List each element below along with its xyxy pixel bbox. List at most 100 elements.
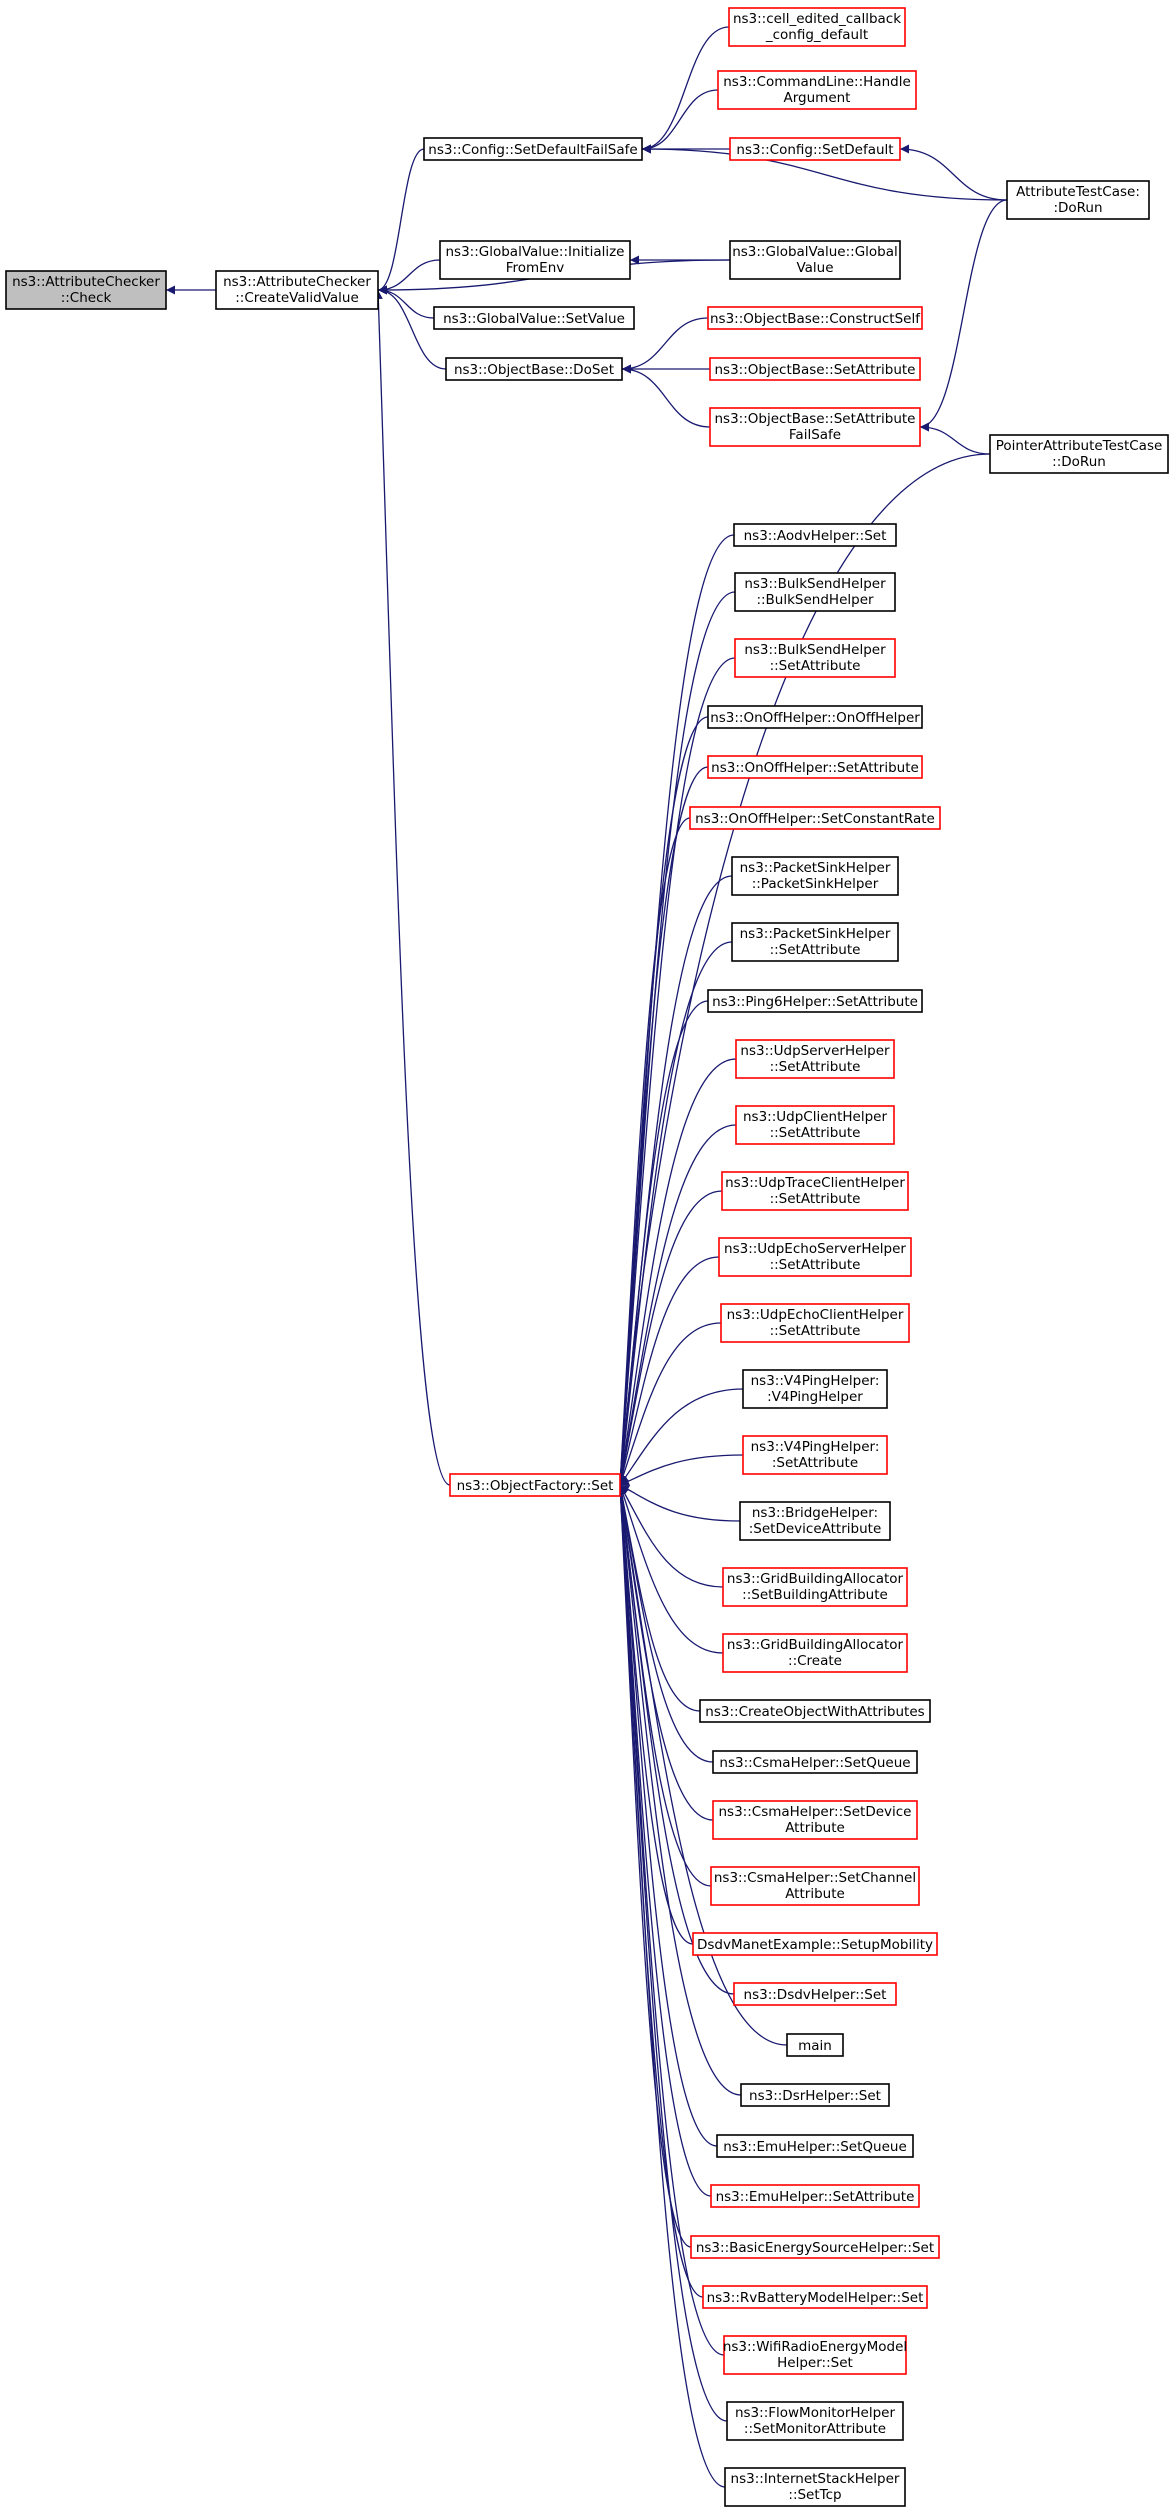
node-box bbox=[709, 407, 921, 447]
node-box bbox=[717, 70, 917, 110]
node-label-line: ::SetAttribute bbox=[770, 1257, 861, 1273]
node-label-line: ns3::BulkSendHelper bbox=[744, 642, 886, 658]
node-box bbox=[716, 2134, 914, 2158]
edge-dsdvset-to-ofset bbox=[616, 1484, 735, 1995]
node-gvglobalvalue[interactable]: ns3::GlobalValue::GlobalValue bbox=[729, 240, 901, 280]
node-ptrtestcase[interactable]: PointerAttributeTestCase::DoRun bbox=[989, 434, 1169, 474]
node-box bbox=[733, 1982, 897, 2006]
node-label-line: ns3::Config::SetDefaultFailSafe bbox=[428, 142, 637, 158]
node-label-line: ns3::OnOffHelper::SetConstantRate bbox=[695, 811, 935, 827]
node-box bbox=[433, 306, 635, 330]
node-label-line: ns3::ObjectBase::DoSet bbox=[454, 362, 614, 378]
node-label-line: ns3::BridgeHelper: bbox=[752, 1505, 878, 1521]
node-csmasetdev[interactable]: ns3::CsmaHelper::SetDeviceAttribute bbox=[712, 1800, 918, 1840]
node-gvsetvalue[interactable]: ns3::GlobalValue::SetValue bbox=[433, 306, 635, 330]
node-inetstack[interactable]: ns3::InternetStackHelper::SetTcp bbox=[724, 2467, 906, 2507]
edge-attrtestcase-to-cfgsetdefault bbox=[899, 144, 1008, 201]
node-udpserver[interactable]: ns3::UdpServerHelper::SetAttribute bbox=[735, 1039, 895, 1079]
edge-onoffsetattr-to-ofset bbox=[616, 766, 709, 1486]
node-box bbox=[735, 1105, 895, 1145]
node-udpclient[interactable]: ns3::UdpClientHelper::SetAttribute bbox=[735, 1105, 895, 1145]
node-gridcreate[interactable]: ns3::GridBuildingAllocator::Create bbox=[722, 1633, 908, 1673]
node-label-line: ns3::CsmaHelper::SetChannel bbox=[714, 1870, 916, 1886]
node-csmasetqueue[interactable]: ns3::CsmaHelper::SetQueue bbox=[712, 1750, 918, 1774]
node-label-line: Attribute bbox=[785, 1820, 845, 1836]
node-onoffrate[interactable]: ns3::OnOffHelper::SetConstantRate bbox=[689, 806, 941, 830]
node-label-line: ::SetAttribute bbox=[770, 1125, 861, 1141]
node-rvbattery[interactable]: ns3::RvBatteryModelHelper::Set bbox=[702, 2285, 928, 2309]
node-label-line: ns3::OnOffHelper::SetAttribute bbox=[711, 760, 919, 776]
node-label-line: AttributeTestCase: bbox=[1016, 184, 1140, 200]
node-dsdvset[interactable]: ns3::DsdvHelper::Set bbox=[733, 1982, 897, 2006]
node-setdefaultfailsafe[interactable]: ns3::Config::SetDefaultFailSafe bbox=[423, 137, 643, 161]
node-box bbox=[215, 270, 379, 310]
node-createvalid[interactable]: ns3::AttributeChecker::CreateValidValue bbox=[215, 270, 379, 310]
edge-basicenergy-to-ofset bbox=[615, 1484, 692, 2248]
node-v4pingctor[interactable]: ns3::V4PingHelper::V4PingHelper bbox=[742, 1369, 888, 1409]
node-aodvset[interactable]: ns3::AodvHelper::Set bbox=[733, 523, 897, 547]
node-label-line: ns3::PacketSinkHelper bbox=[740, 926, 891, 942]
node-box bbox=[722, 1567, 908, 1607]
node-dsdvmobility[interactable]: DsdvManetExample::SetupMobility bbox=[692, 1932, 938, 1956]
node-sinksetattr[interactable]: ns3::PacketSinkHelper::SetAttribute bbox=[731, 922, 899, 962]
node-box bbox=[712, 1750, 918, 1774]
edge-v4pingsetattr-to-ofset bbox=[619, 1454, 744, 1486]
node-obsetattr[interactable]: ns3::ObjectBase::SetAttribute bbox=[709, 357, 921, 381]
node-emusetattr[interactable]: ns3::EmuHelper::SetAttribute bbox=[710, 2184, 920, 2208]
node-box bbox=[728, 7, 906, 47]
node-gridsetbuilding[interactable]: ns3::GridBuildingAllocator::SetBuildingA… bbox=[722, 1567, 908, 1607]
node-box bbox=[742, 1369, 888, 1409]
node-emusetqueue[interactable]: ns3::EmuHelper::SetQueue bbox=[716, 2134, 914, 2158]
node-box bbox=[707, 755, 923, 779]
node-label-line: ns3::CreateObjectWithAttributes bbox=[705, 1704, 924, 1720]
node-flowmon[interactable]: ns3::FlowMonitorHelper::SetMonitorAttrib… bbox=[726, 2401, 904, 2441]
node-sinkctor[interactable]: ns3::PacketSinkHelper::PacketSinkHelper bbox=[731, 856, 899, 896]
node-udpechoserver[interactable]: ns3::UdpEchoServerHelper::SetAttribute bbox=[718, 1237, 912, 1277]
node-udptrace[interactable]: ns3::UdpTraceClientHelper::SetAttribute bbox=[721, 1171, 909, 1211]
edge-inetstack-to-ofset bbox=[616, 1484, 726, 2488]
node-label-line: ::Check bbox=[61, 290, 112, 306]
node-box bbox=[734, 638, 896, 678]
node-check[interactable]: ns3::AttributeChecker::Check bbox=[5, 270, 167, 310]
node-v4pingsetattr[interactable]: ns3::V4PingHelper::SetAttribute bbox=[742, 1435, 888, 1475]
node-attrtestcase[interactable]: AttributeTestCase::DoRun bbox=[1006, 180, 1150, 220]
node-box bbox=[720, 1303, 910, 1343]
node-label-line: PointerAttributeTestCase bbox=[996, 438, 1163, 454]
edge-ofset-to-createvalid bbox=[373, 289, 451, 1486]
node-onoffsetattr[interactable]: ns3::OnOffHelper::SetAttribute bbox=[707, 755, 923, 779]
node-basicenergy[interactable]: ns3::BasicEnergySourceHelper::Set bbox=[690, 2235, 940, 2259]
node-label-line: ns3::UdpServerHelper bbox=[740, 1043, 890, 1059]
node-onoffctor[interactable]: ns3::OnOffHelper::OnOffHelper bbox=[707, 705, 923, 729]
node-bulkctor[interactable]: ns3::BulkSendHelper::BulkSendHelper bbox=[734, 572, 896, 612]
node-obconstructself[interactable]: ns3::ObjectBase::ConstructSelf bbox=[707, 306, 923, 330]
node-ofset[interactable]: ns3::ObjectFactory::Set bbox=[449, 1473, 621, 1497]
node-cellcb[interactable]: ns3::cell_edited_callback_config_default bbox=[728, 7, 906, 47]
node-label-line: FromEnv bbox=[506, 260, 565, 276]
node-label-line: ::PacketSinkHelper bbox=[752, 876, 879, 892]
node-label-line: ns3::UdpEchoClientHelper bbox=[727, 1307, 904, 1323]
node-obdoset[interactable]: ns3::ObjectBase::DoSet bbox=[445, 357, 623, 381]
node-label-line: ns3::cell_edited_callback bbox=[733, 11, 901, 27]
node-label-line: ns3::UdpTraceClientHelper bbox=[725, 1175, 905, 1191]
node-udpechoclient[interactable]: ns3::UdpEchoClientHelper::SetAttribute bbox=[720, 1303, 910, 1343]
node-box bbox=[712, 1800, 918, 1840]
node-label-line: main bbox=[798, 2038, 832, 2054]
edge-bridgesetdev-to-ofset bbox=[619, 1484, 741, 1522]
node-main[interactable]: main bbox=[786, 2033, 844, 2057]
node-bulksetattr[interactable]: ns3::BulkSendHelper::SetAttribute bbox=[734, 638, 896, 678]
node-ping6setattr[interactable]: ns3::Ping6Helper::SetAttribute bbox=[707, 989, 923, 1013]
node-cfgsetdefault[interactable]: ns3::Config::SetDefault bbox=[729, 137, 901, 161]
node-box bbox=[707, 989, 923, 1013]
node-label-line: ::DoRun bbox=[1052, 454, 1106, 470]
node-bridgesetdev[interactable]: ns3::BridgeHelper::SetDeviceAttribute bbox=[739, 1501, 891, 1541]
node-dsrset[interactable]: ns3::DsrHelper::Set bbox=[740, 2083, 890, 2107]
node-box bbox=[423, 137, 643, 161]
node-createobjattr[interactable]: ns3::CreateObjectWithAttributes bbox=[699, 1699, 931, 1723]
node-label-line: ::Create bbox=[788, 1653, 842, 1669]
